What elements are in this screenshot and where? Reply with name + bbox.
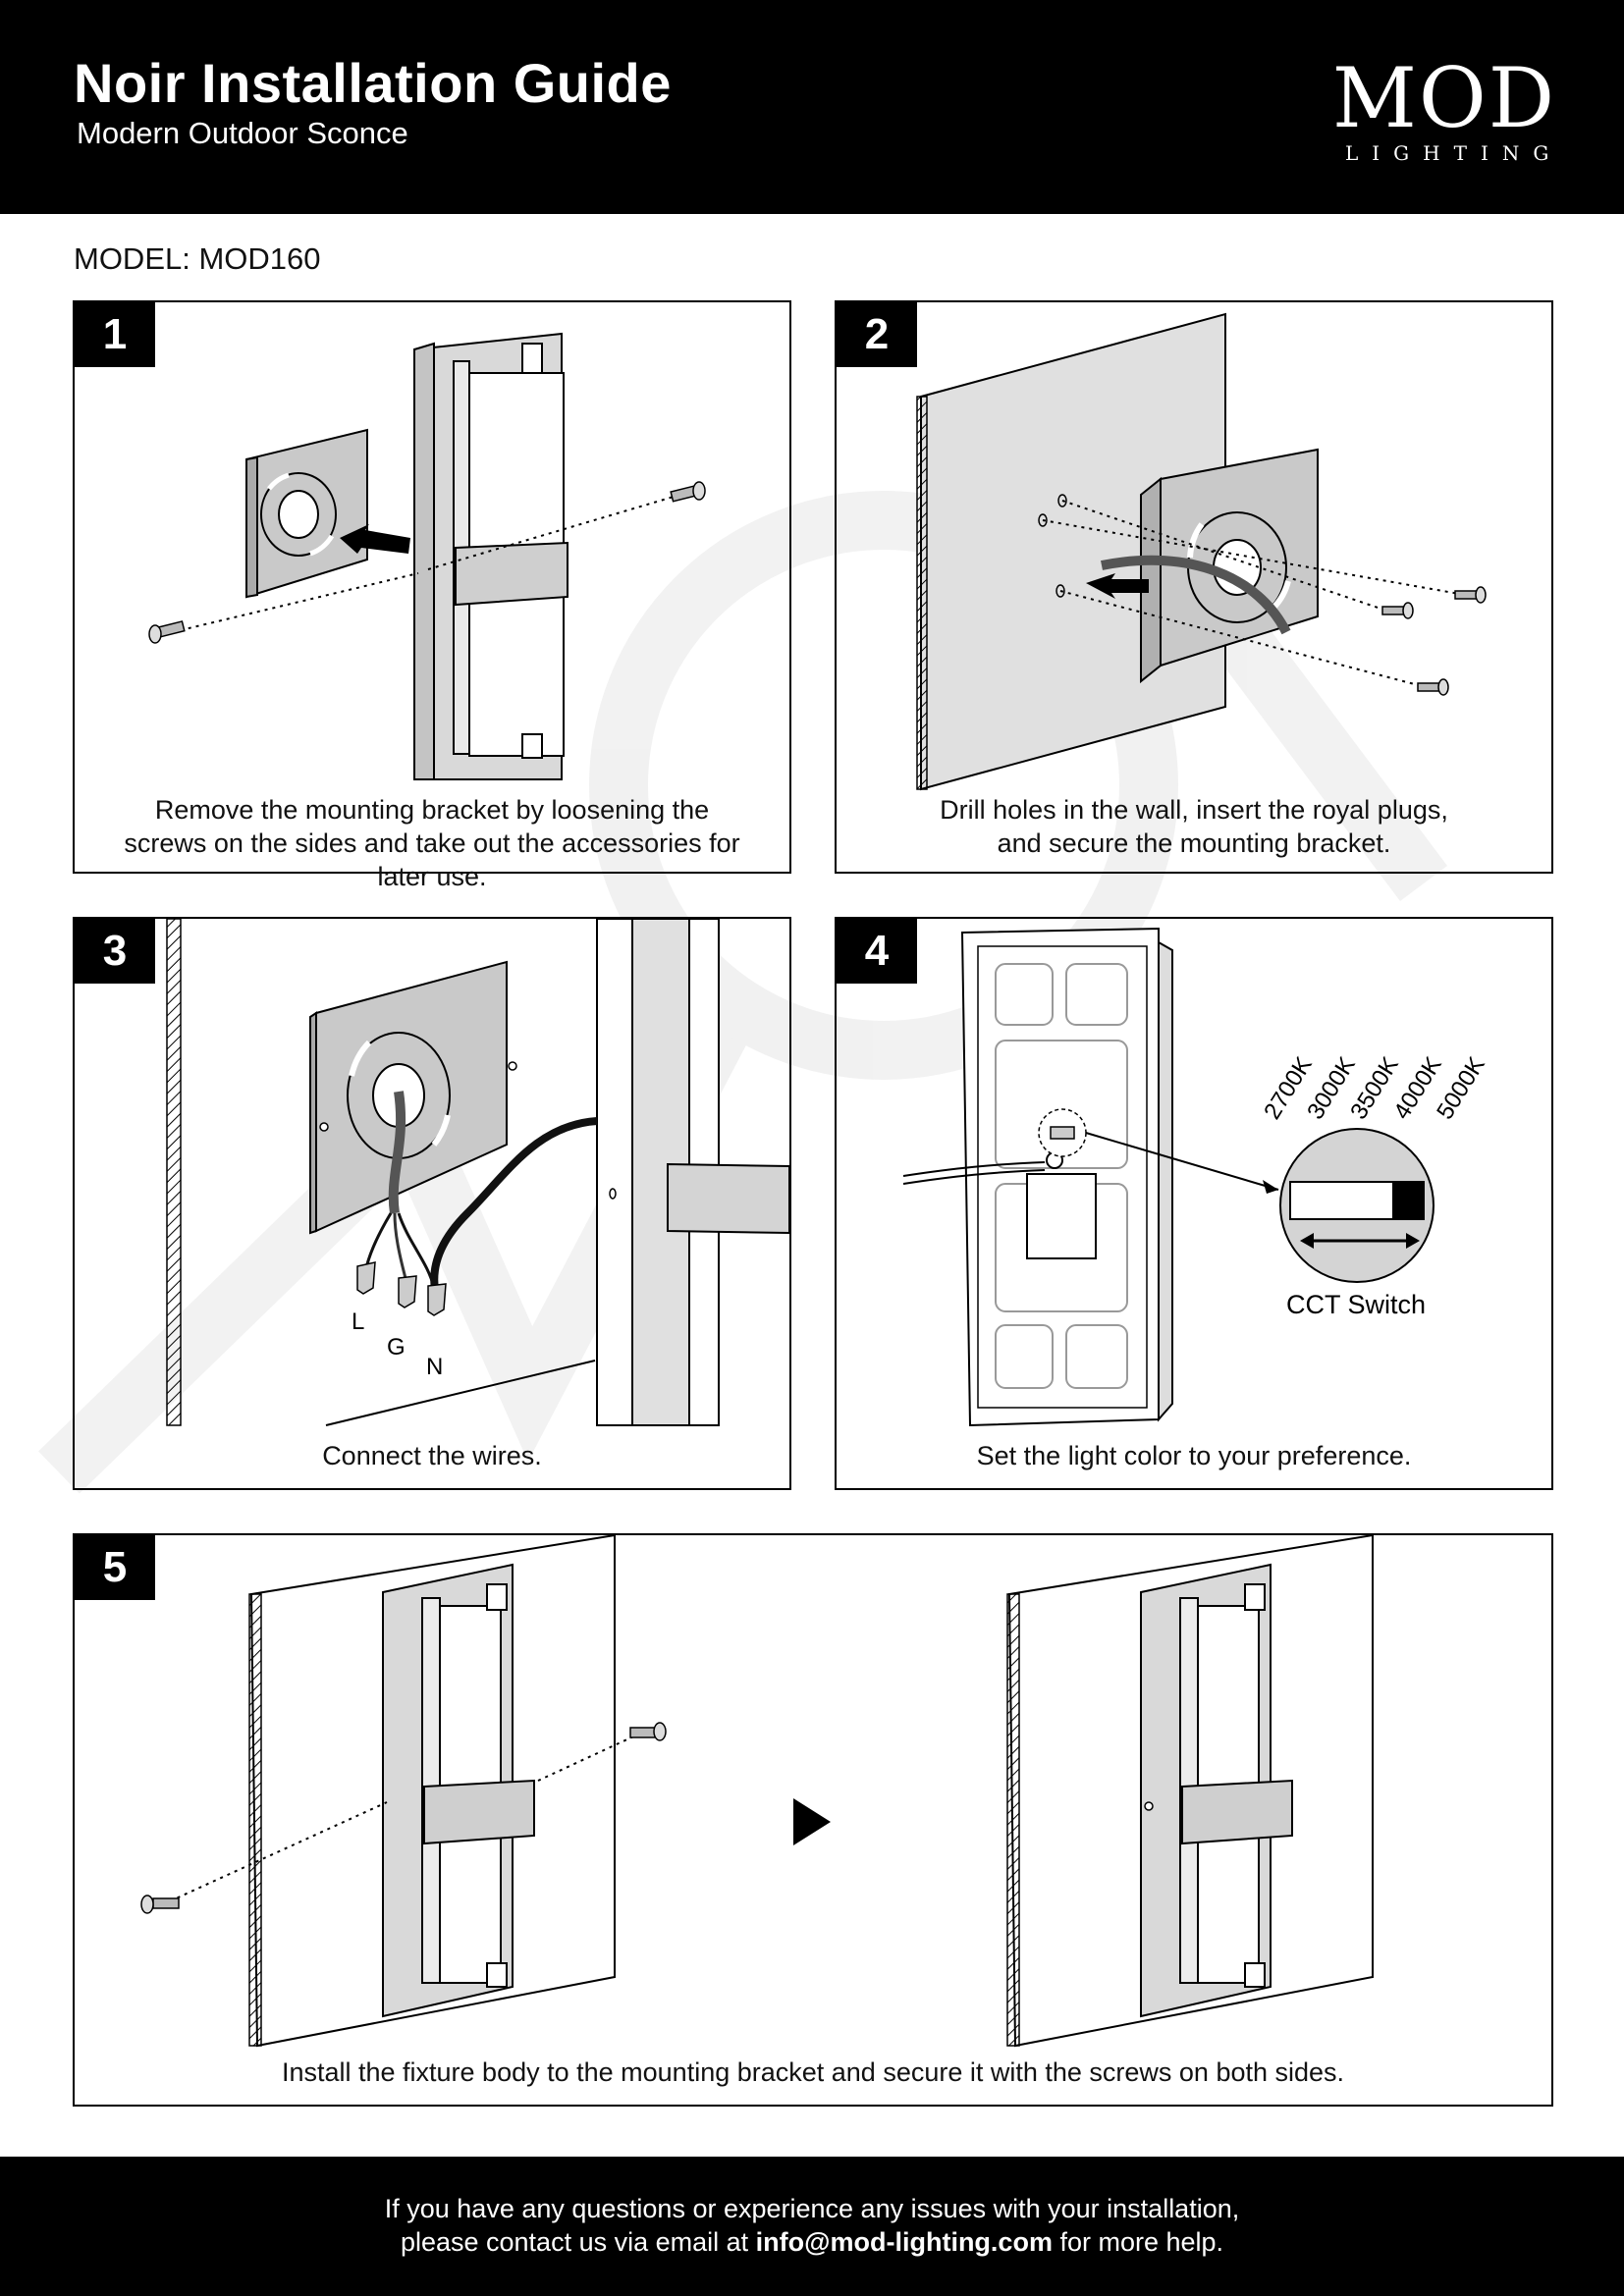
footer-line-2-suffix: for more help. — [1059, 2227, 1224, 2257]
wire-label-n: N — [426, 1354, 443, 1380]
step-1-illustration — [148, 332, 706, 780]
step-3-panel: L G N 3 Connect the wires. — [73, 917, 791, 1490]
screw-icon — [148, 620, 186, 644]
step-2-illustration — [916, 312, 1487, 791]
step-2-panel: 2 Drill holes in the wall, insert the ro… — [835, 300, 1553, 874]
guide-subtitle: Modern Outdoor Sconce — [77, 116, 408, 150]
brand-logo: MOD LIGHTING — [1331, 57, 1557, 165]
step-4-illustration: 2700K 3000K 3500K 4000K 5000K CCT Switch — [902, 927, 1490, 1427]
step-5-caption: Install the fixture body to the mounting… — [281, 2057, 1345, 2087]
cct-switch-label: CCT Switch — [1286, 1290, 1426, 1319]
step-4-caption: Set the light color to your preference. — [976, 1441, 1412, 1470]
step-5-number: 5 — [75, 1535, 155, 1600]
step-5-panel: 5 Install the fixture body to the mounti… — [73, 1533, 1553, 2107]
logo-main-text: MOD — [1331, 50, 1557, 146]
header: Noir Installation Guide Modern Outdoor S… — [0, 0, 1624, 214]
step-5-illustration — [140, 1535, 1374, 2048]
step-3-caption: Connect the wires. — [322, 1441, 542, 1470]
wire-nut-icon — [398, 1275, 417, 1308]
footer-line-2-prefix: please contact us via email at — [400, 2227, 749, 2257]
step-1-number: 1 — [75, 302, 155, 367]
wire-label-g: G — [387, 1334, 406, 1361]
guide-title: Noir Installation Guide — [74, 52, 672, 114]
wire-label-l: L — [352, 1308, 364, 1335]
support-email-link[interactable]: info@mod-lighting.com — [755, 2227, 1053, 2257]
step-3-number: 3 — [75, 919, 155, 984]
step-3-illustration: L G N — [166, 919, 789, 1426]
step-4-panel: 2700K 3000K 3500K 4000K 5000K CCT Switch… — [835, 917, 1553, 1490]
step-1-panel: 1 Remove the mounting bracket by looseni… — [73, 300, 791, 891]
wire-nut-icon — [427, 1283, 447, 1316]
screw-icon — [670, 481, 706, 503]
screw-icon — [140, 1895, 180, 1914]
screw-icon — [1417, 678, 1449, 696]
step-2-caption: Drill holes in the wall, insert the roya… — [940, 795, 1448, 858]
screw-icon — [629, 1722, 667, 1741]
footer: If you have any questions or experience … — [0, 2157, 1624, 2296]
logo-sub-text: LIGHTING — [1345, 141, 1563, 165]
step-4-number: 4 — [837, 919, 917, 984]
footer-line-2: please contact us via email at info@mod-… — [0, 2225, 1624, 2259]
screw-icon — [1454, 586, 1487, 604]
step-1-caption: Remove the mounting bracket by loosening… — [124, 795, 740, 891]
next-arrow-icon — [793, 1798, 831, 1845]
step-2-number: 2 — [837, 302, 917, 367]
model-number: MODEL: MOD160 — [74, 241, 321, 276]
screw-icon — [1381, 602, 1414, 619]
wire-nut-icon — [356, 1261, 376, 1295]
footer-line-1: If you have any questions or experience … — [384, 2194, 1240, 2223]
